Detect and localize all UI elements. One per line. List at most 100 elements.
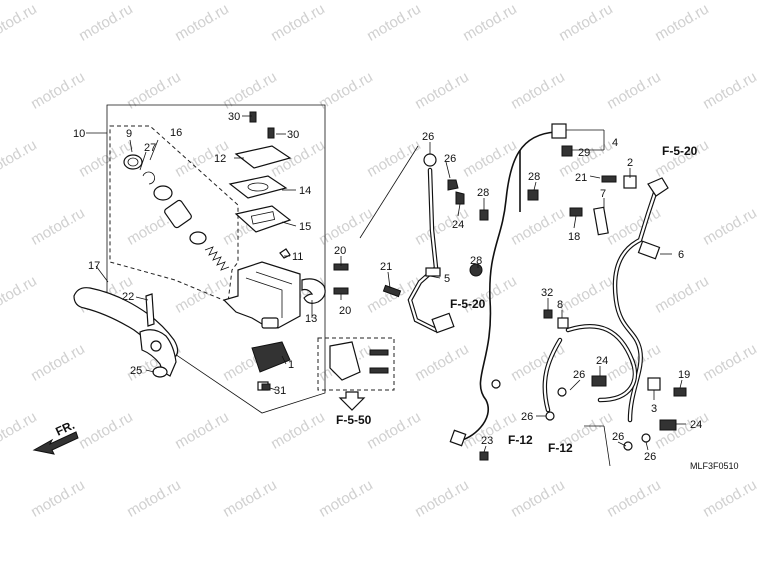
sensor-cable xyxy=(459,131,557,441)
cable-clip-24 xyxy=(455,191,465,205)
hose-joint-6 xyxy=(637,240,661,260)
screw-30a xyxy=(249,111,257,123)
joint-3 xyxy=(647,377,661,391)
f550-inset-frame xyxy=(317,337,395,391)
sensor-head xyxy=(449,429,467,447)
washer-26c xyxy=(557,387,567,397)
callout-2: 2 xyxy=(627,157,633,169)
ref-f12-b: F-12 xyxy=(548,441,573,455)
bolt-21a xyxy=(382,284,402,298)
washer-26f xyxy=(641,433,651,443)
brake-switch xyxy=(251,341,291,373)
callout-9: 9 xyxy=(126,128,132,140)
subassembly-frame xyxy=(109,125,239,303)
callout-20a: 20 xyxy=(334,245,346,257)
inset-cylinder xyxy=(329,341,361,381)
part-29 xyxy=(561,145,573,157)
callout-13: 13 xyxy=(305,313,317,325)
sensor-connector xyxy=(551,123,567,139)
callout-8: 8 xyxy=(557,299,563,311)
leader-lines xyxy=(86,115,686,467)
callout-26b: 26 xyxy=(444,153,456,165)
screw-30b xyxy=(267,127,275,139)
callout-18: 18 xyxy=(568,231,580,243)
callout-16: 16 xyxy=(170,127,182,139)
callout-20b: 20 xyxy=(339,305,351,317)
callout-28b: 28 xyxy=(528,171,540,183)
bolt-24b xyxy=(591,375,607,387)
callout-28a: 28 xyxy=(477,187,489,199)
callout-26a: 26 xyxy=(422,131,434,143)
callout-26e: 26 xyxy=(612,431,624,443)
callout-19: 19 xyxy=(678,369,690,381)
callout-1: 1 xyxy=(288,359,294,371)
callout-26d: 26 xyxy=(521,411,533,423)
adjuster-bolt xyxy=(145,293,155,327)
callout-3: 3 xyxy=(651,403,657,415)
callout-6: 6 xyxy=(678,249,684,261)
hose-clamp xyxy=(425,267,441,277)
banjo-washer-top xyxy=(423,153,437,167)
bolt-18 xyxy=(569,207,583,217)
callout-labels: 10 9 27 16 17 22 25 30 30 12 14 15 11 13… xyxy=(73,111,702,463)
bolt-32 xyxy=(543,309,553,319)
callout-17: 17 xyxy=(88,260,100,272)
callout-22: 22 xyxy=(122,291,134,303)
holder-clamp xyxy=(301,278,326,304)
brake-hose-upper xyxy=(407,167,439,333)
piston xyxy=(164,199,192,229)
reservoir-cap xyxy=(234,145,292,169)
callout-26f: 26 xyxy=(644,451,656,463)
seal-ring xyxy=(123,154,143,170)
bolt-20b xyxy=(333,287,349,295)
screw-31 xyxy=(261,383,271,391)
diagram-code: MLF3F0510 xyxy=(690,461,739,471)
hose-fitting xyxy=(431,312,455,334)
callout-25: 25 xyxy=(130,365,142,377)
callout-23: 23 xyxy=(481,435,493,447)
callout-15: 15 xyxy=(299,221,311,233)
diaphragm-plate xyxy=(234,205,292,233)
callout-30b: 30 xyxy=(287,129,299,141)
grommet-26 xyxy=(447,179,459,191)
callout-7: 7 xyxy=(600,188,606,200)
callout-31: 31 xyxy=(274,385,286,397)
callout-27: 27 xyxy=(144,142,156,154)
callout-29: 29 xyxy=(578,147,590,159)
cable-clip-28b xyxy=(527,189,539,201)
callout-24c: 24 xyxy=(690,419,702,431)
secondary-cup xyxy=(189,231,207,245)
part-8 xyxy=(557,317,569,329)
callout-32: 32 xyxy=(541,287,553,299)
cable-clip-28c xyxy=(469,263,483,277)
lever-nut xyxy=(152,366,168,378)
bolt-23 xyxy=(479,451,489,461)
lever-pivot xyxy=(139,329,177,377)
callout-21b: 21 xyxy=(575,172,587,184)
f550-arrow xyxy=(338,391,366,411)
callout-12: 12 xyxy=(214,153,226,165)
callout-24a: 24 xyxy=(452,219,464,231)
brake-pipe-left xyxy=(542,337,563,413)
diaphragm xyxy=(228,175,288,199)
front-arrow-icon xyxy=(32,431,79,455)
assembly-frame xyxy=(106,104,326,414)
clip xyxy=(279,248,291,259)
callout-14: 14 xyxy=(299,185,311,197)
cable-clip-28a xyxy=(479,209,489,221)
bolt-24c xyxy=(659,419,677,431)
circlip xyxy=(142,171,155,185)
bracket-7 xyxy=(593,206,609,236)
ref-f520-top: F-5-20 xyxy=(662,144,698,158)
washer-26e xyxy=(623,441,633,451)
callout-21a: 21 xyxy=(380,261,392,273)
bolt-21b xyxy=(601,175,617,183)
washer-26d xyxy=(545,411,555,421)
callout-24b: 24 xyxy=(596,355,608,367)
callout-5: 5 xyxy=(444,273,450,285)
callout-4: 4 xyxy=(612,137,618,149)
ref-f520-mid: F-5-20 xyxy=(450,297,486,311)
return-spring xyxy=(204,246,230,271)
